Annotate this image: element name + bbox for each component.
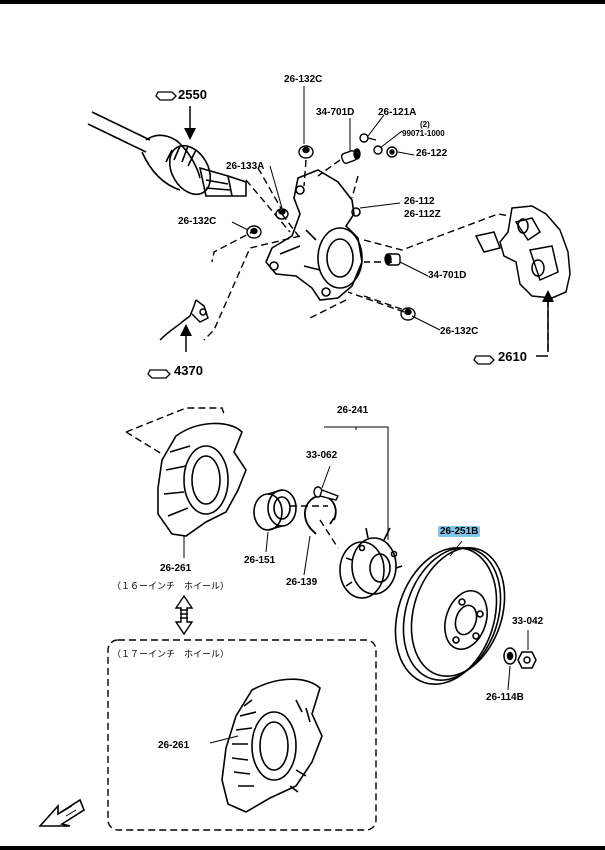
lower-dashed-lines: [125, 407, 339, 549]
label-qty-2: (2): [420, 120, 430, 129]
label-26-241: 26-241: [337, 405, 369, 416]
highlighted-part-number[interactable]: 26-251B: [438, 526, 481, 537]
lug-nut: [503, 647, 537, 669]
wheel-bearing: [253, 489, 297, 531]
label-34-701d-right: 34-701D: [428, 270, 467, 281]
label-26-151: 26-151: [244, 555, 276, 566]
label-26-261-upper: 26-261: [160, 563, 192, 574]
front-arrow-icon: [38, 798, 85, 827]
hub-bolt: [313, 486, 339, 501]
bottom-border: [0, 846, 605, 850]
label-26-261-lower: 26-261: [158, 740, 190, 751]
label-26-139: 26-139: [286, 577, 318, 588]
wheel-hub: [339, 527, 403, 599]
label-26-121a: 26-121A: [378, 107, 417, 118]
ref-2550[interactable]: 2550: [178, 87, 207, 102]
top-border: [0, 0, 605, 4]
label-26-112z: 26-112Z: [404, 209, 441, 220]
ref-2610[interactable]: 2610: [498, 349, 527, 364]
label-26-133a: 26-133A: [226, 161, 265, 172]
note-16-inch-wheel: （１６ーインチ ホイール）: [112, 582, 230, 592]
label-99071-1000: 99071-1000: [402, 129, 445, 138]
label-26-114b: 26-114B: [486, 692, 524, 703]
drive-shaft: [87, 111, 247, 197]
label-26-132c-left: 26-132C: [178, 216, 217, 227]
upper-dashed-lines: [203, 159, 549, 350]
note-17-inch-wheel: （１７ーインチ ホイール）: [112, 650, 230, 660]
double-arrow-icon: [174, 594, 194, 636]
label-26-122: 26-122: [416, 148, 448, 159]
label-26-132c-top: 26-132C: [284, 74, 323, 85]
abs-sensor: [159, 299, 209, 341]
label-33-062: 33-062: [306, 450, 338, 461]
dust-shield-17: [221, 678, 323, 813]
label-34-701d-top: 34-701D: [316, 107, 355, 118]
snap-ring: [304, 494, 337, 535]
label-33-042: 33-042: [512, 616, 544, 627]
lower-leader-lines: [183, 426, 529, 744]
steering-knuckle: [265, 169, 363, 301]
alternate-17in-box: [107, 639, 377, 831]
dust-shield-16: [157, 422, 247, 537]
brake-caliper: [474, 205, 571, 299]
knuckle-hardware: [246, 133, 416, 321]
brake-disc: [394, 546, 506, 686]
reference-arrows: [180, 106, 554, 357]
label-26-132c-bottom: 26-132C: [440, 326, 479, 337]
label-26-112: 26-112: [404, 196, 435, 207]
pointing-hand-icon: [147, 91, 495, 379]
ref-4370[interactable]: 4370: [174, 363, 203, 378]
label-26-251b[interactable]: 26-251B: [438, 526, 481, 538]
